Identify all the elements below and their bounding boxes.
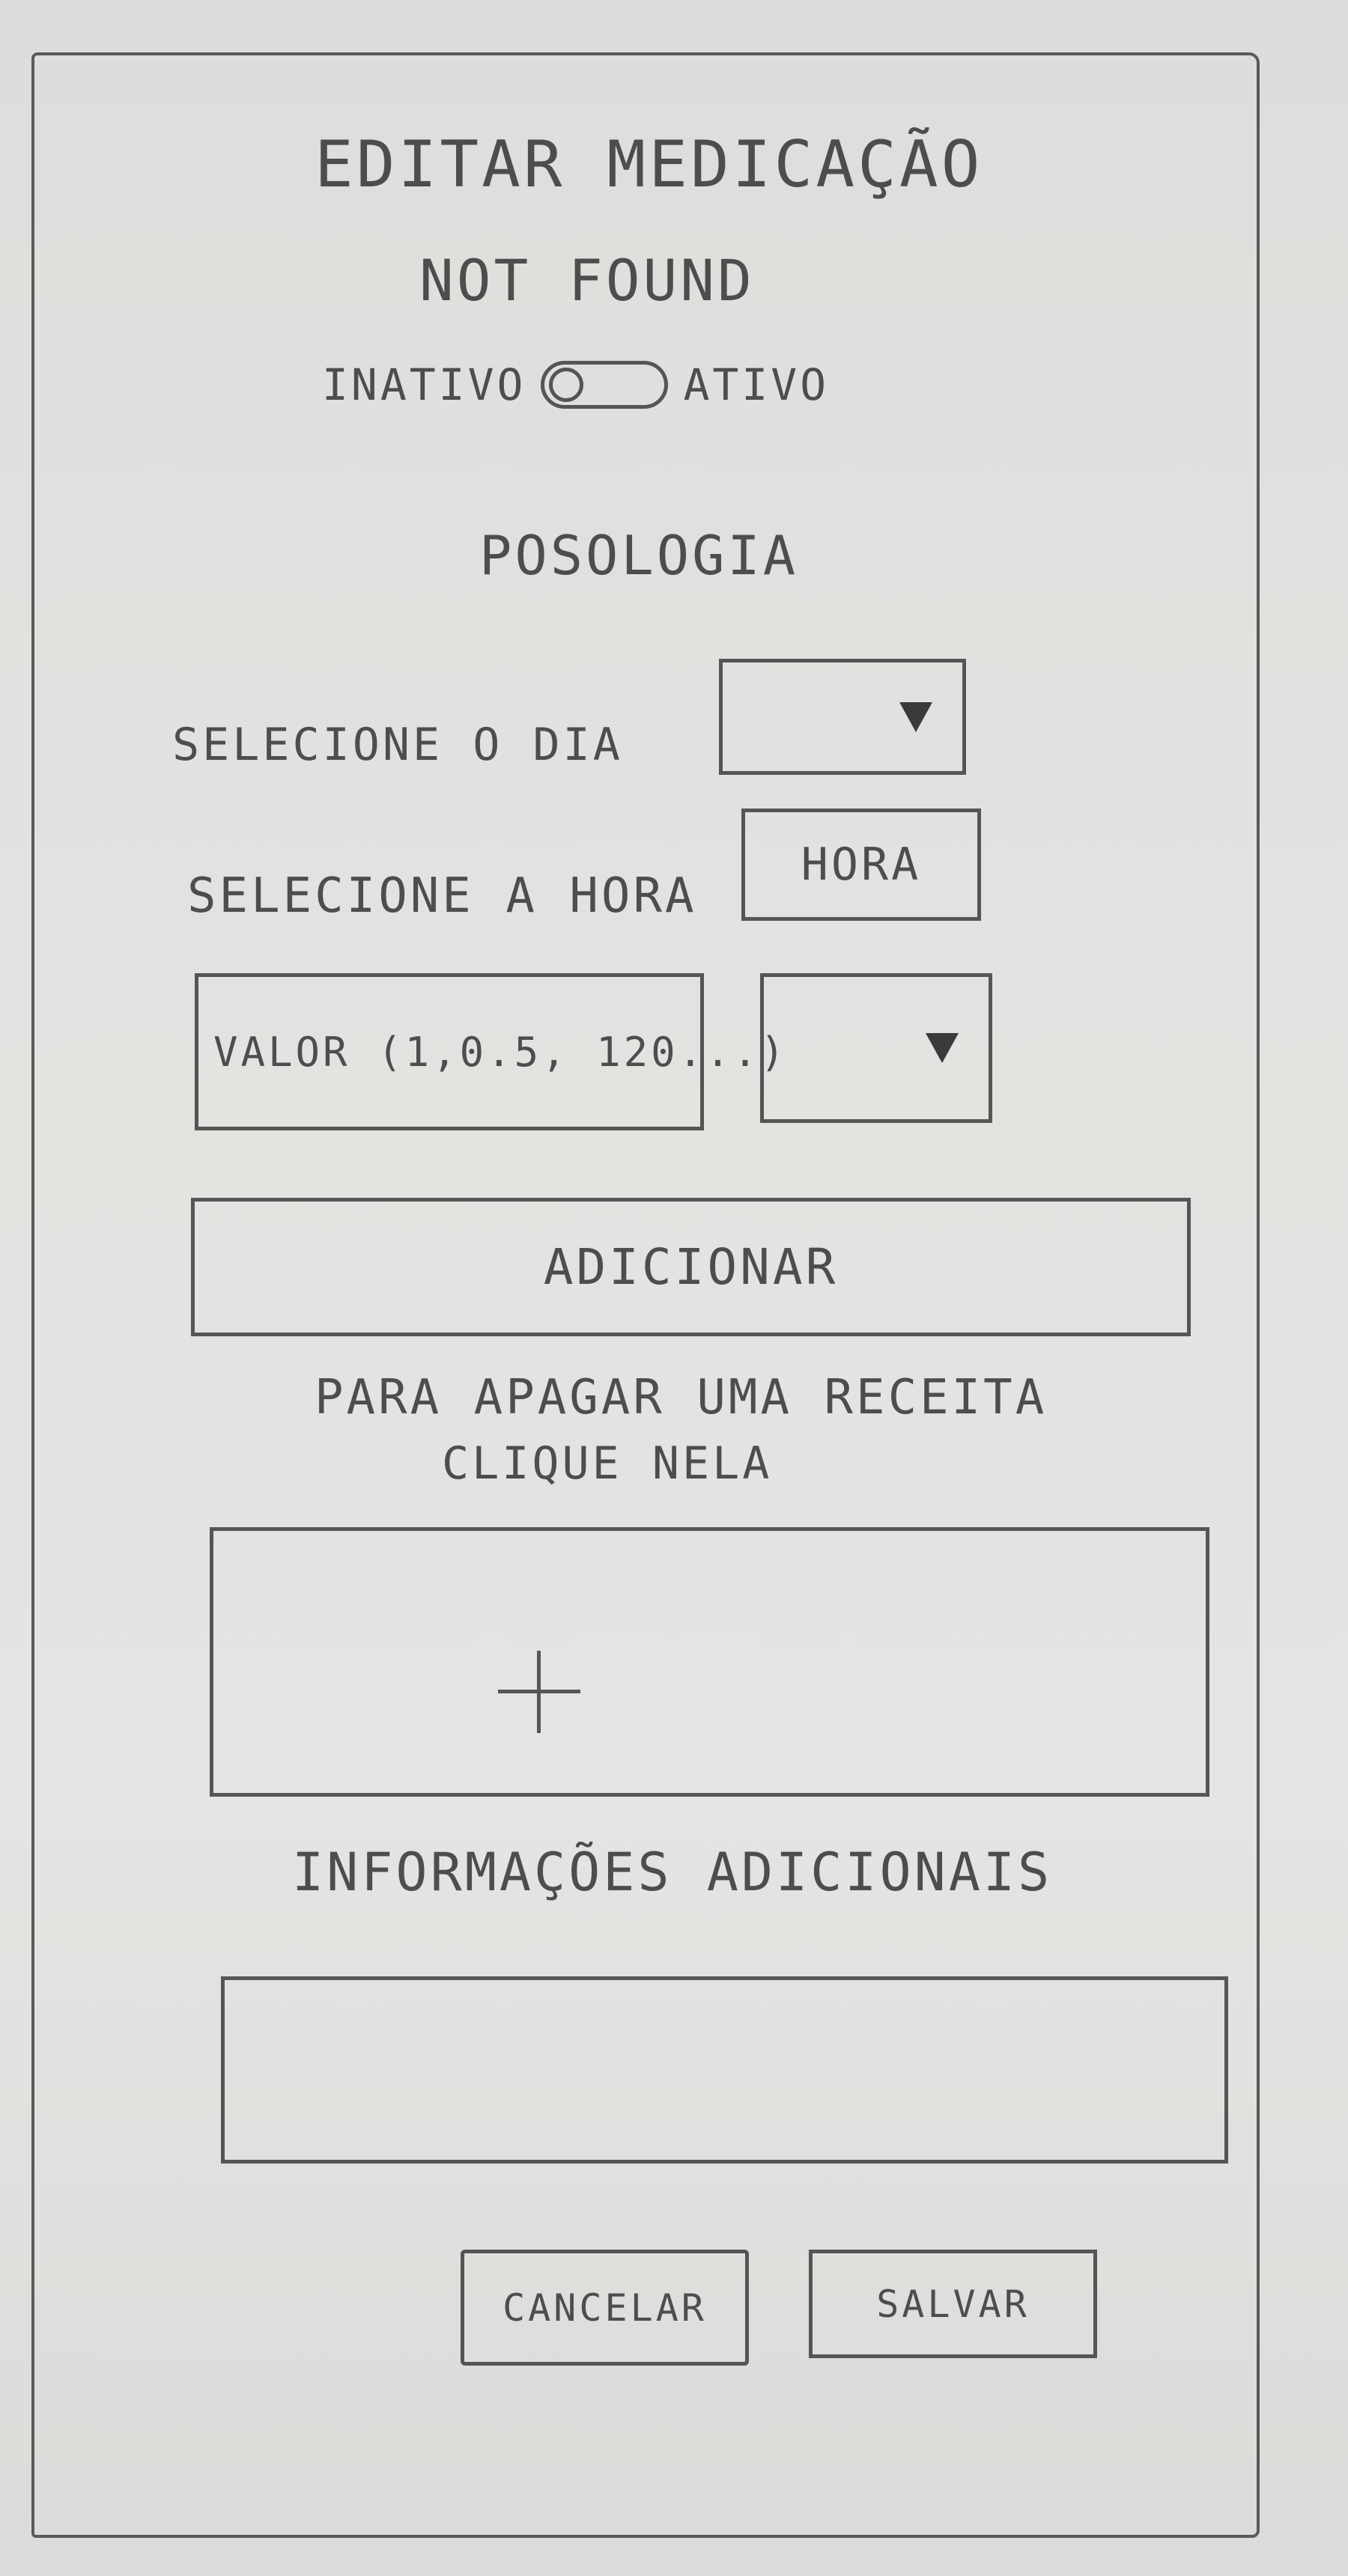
dropdown-arrow-icon <box>926 1033 959 1063</box>
status-toggle-row: INATIVO ATIVO <box>322 359 829 410</box>
additional-info-field[interactable] <box>221 1976 1228 2164</box>
add-button[interactable]: ADICIONAR <box>191 1198 1191 1336</box>
plus-icon[interactable] <box>498 1651 580 1733</box>
day-select[interactable] <box>719 659 966 775</box>
add-button-label: ADICIONAR <box>543 1238 839 1296</box>
dose-unit-select[interactable] <box>760 973 992 1123</box>
medication-name: NOT FOUND <box>419 247 755 314</box>
hour-placeholder: HORA <box>801 838 922 891</box>
select-day-label: SELECIONE O DIA <box>172 719 623 771</box>
toggle-knob <box>549 368 584 402</box>
select-hour-label: SELECIONE A HORA <box>187 868 697 924</box>
dose-value-input[interactable]: VALOR (1,0.5, 120...) <box>195 973 785 1130</box>
dose-value-placeholder: VALOR (1,0.5, 120...) <box>213 1028 788 1076</box>
phone-frame <box>31 52 1260 2538</box>
cancel-button[interactable]: CANCELAR <box>461 2250 749 2366</box>
delete-hint-line1: PARA APAGAR UMA RECEITA <box>315 1370 1048 1425</box>
additional-info-title: INFORMAÇÕES ADICIONAIS <box>292 1842 1053 1903</box>
page-title: EDITAR MEDICAÇÃO <box>315 127 983 202</box>
hour-input[interactable]: HORA <box>741 809 981 921</box>
cancel-button-label: CANCELAR <box>503 2286 707 2330</box>
save-button[interactable]: SALVAR <box>809 2250 1097 2358</box>
recipe-list[interactable] <box>210 1527 1209 1797</box>
status-toggle[interactable] <box>541 361 669 409</box>
dropdown-arrow-icon <box>899 701 932 732</box>
active-label: ATIVO <box>683 359 830 410</box>
inactive-label: INATIVO <box>322 359 526 410</box>
delete-hint-line2: CLIQUE NELA <box>442 1437 773 1490</box>
save-button-label: SALVAR <box>876 2282 1030 2326</box>
posology-title: POSOLOGIA <box>479 524 799 587</box>
